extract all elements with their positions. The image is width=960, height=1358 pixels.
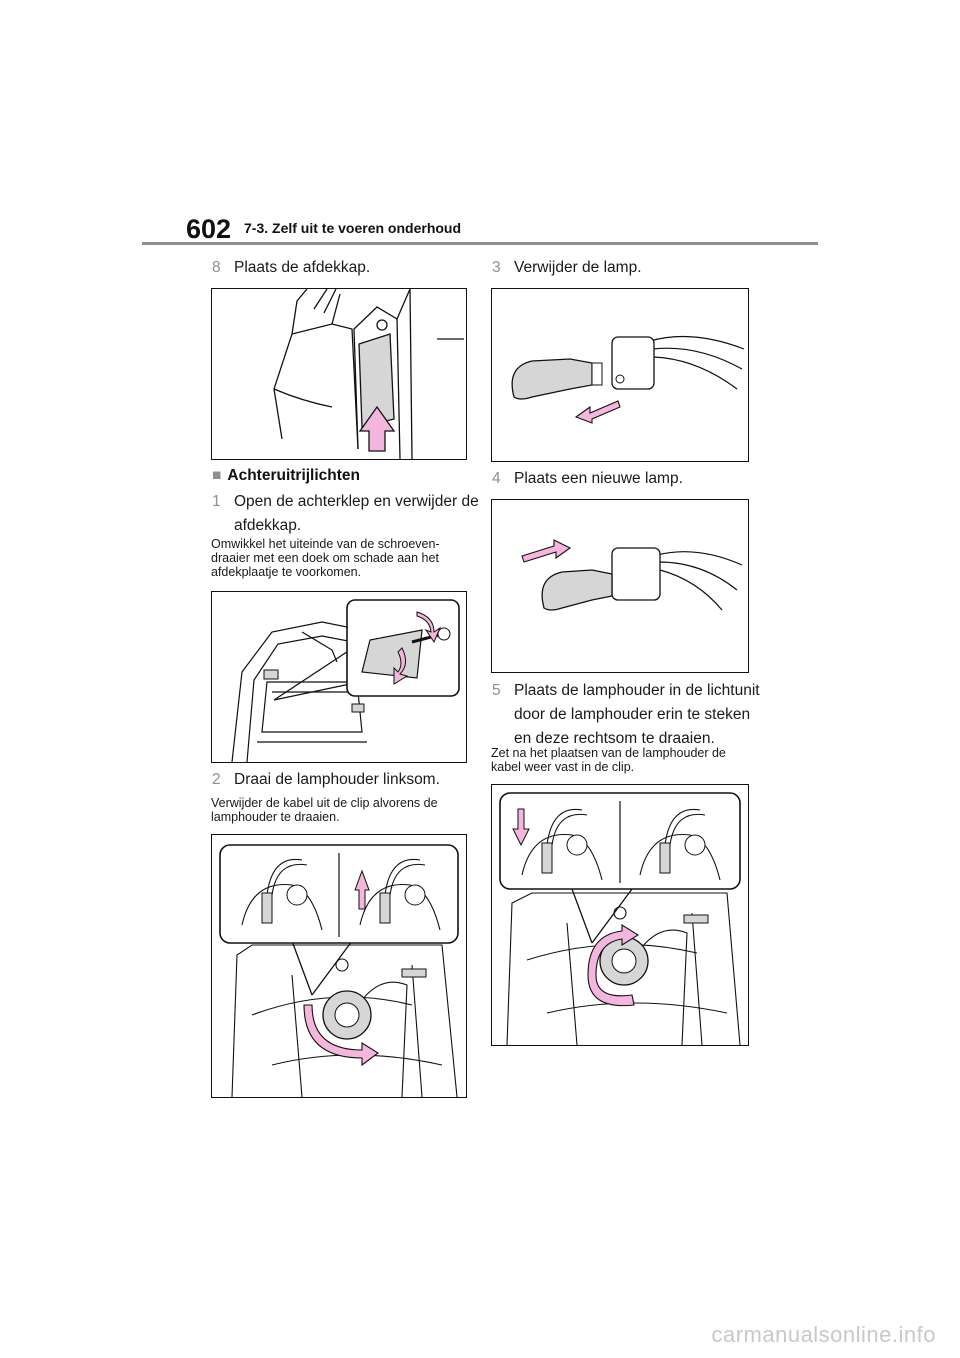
note-line: lamphouder te draaien. [211, 810, 340, 824]
step-2: 2 Draai de lamphouder linksom. [212, 768, 440, 792]
step-8: 8 Plaats de afdekkap. [212, 256, 370, 280]
step-number: 5 [492, 682, 501, 699]
note-line: draaier met een doek om schade aan het [211, 551, 439, 565]
header-divider [142, 242, 818, 245]
figure-remove-bulb [491, 288, 749, 462]
step-text-line: Open de achterklep en verwijder de [234, 493, 479, 510]
note-line: Omwikkel het uiteinde van de schroeven- [211, 537, 440, 551]
figure-open-tailgate [211, 591, 467, 763]
step-text-line: afdekkap. [234, 517, 302, 534]
section-title: 7-3. Zelf uit te voeren onderhoud [244, 220, 462, 236]
step-text-line: en deze rechtsom te draaien. [514, 730, 715, 747]
step-text: Plaats de afdekkap. [234, 259, 371, 276]
subheading-reverse-lights: ■ Achteruitrijlichten [212, 467, 360, 485]
step-text: Verwijder de lamp. [514, 259, 642, 276]
watermark: carmanualsonline.info [711, 1322, 936, 1347]
note-line: Verwijder de kabel uit de clip alvorens … [211, 796, 438, 810]
square-bullet-icon: ■ [212, 467, 222, 484]
note-line: afdekplaatje te voorkomen. [211, 565, 362, 579]
step-3: 3 Verwijder de lamp. [492, 256, 642, 280]
step-1: 1 Open de achterklep en verwijder de afde… [212, 490, 479, 538]
step-number: 4 [492, 470, 501, 487]
figure-insert-new-bulb [491, 499, 749, 673]
step-5: 5 Plaats de lamphouder in de lichtunit do… [492, 679, 760, 751]
step-4: 4 Plaats een nieuwe lamp. [492, 467, 683, 491]
note-line: kabel weer vast in de clip. [491, 760, 635, 774]
step-text: Plaats een nieuwe lamp. [514, 470, 683, 487]
subheading-text: Achteruitrijlichten [227, 467, 361, 484]
step-text-line: Plaats de lamphouder in de lichtunit [514, 682, 760, 699]
note-remove-cable: Verwijder de kabel uit de clip alvorens … [211, 796, 438, 824]
step-number: 1 [212, 493, 221, 510]
note-line: Zet na het plaatsen van de lamphouder de [491, 746, 726, 760]
figure-turn-holder-cw [491, 784, 749, 1046]
page-number: 602 [186, 214, 232, 244]
figure-turn-holder-ccw [211, 834, 467, 1098]
note-refasten-cable: Zet na het plaatsen van de lamphouder de… [491, 746, 726, 774]
step-text-line: door de lamphouder erin te steken [514, 706, 751, 723]
figure-install-cover [211, 288, 467, 460]
step-number: 2 [212, 771, 221, 788]
step-number: 3 [492, 259, 501, 276]
note-cloth: Omwikkel het uiteinde van de schroeven- … [211, 537, 440, 579]
step-text: Draai de lamphouder linksom. [234, 771, 440, 788]
step-number: 8 [212, 259, 221, 276]
